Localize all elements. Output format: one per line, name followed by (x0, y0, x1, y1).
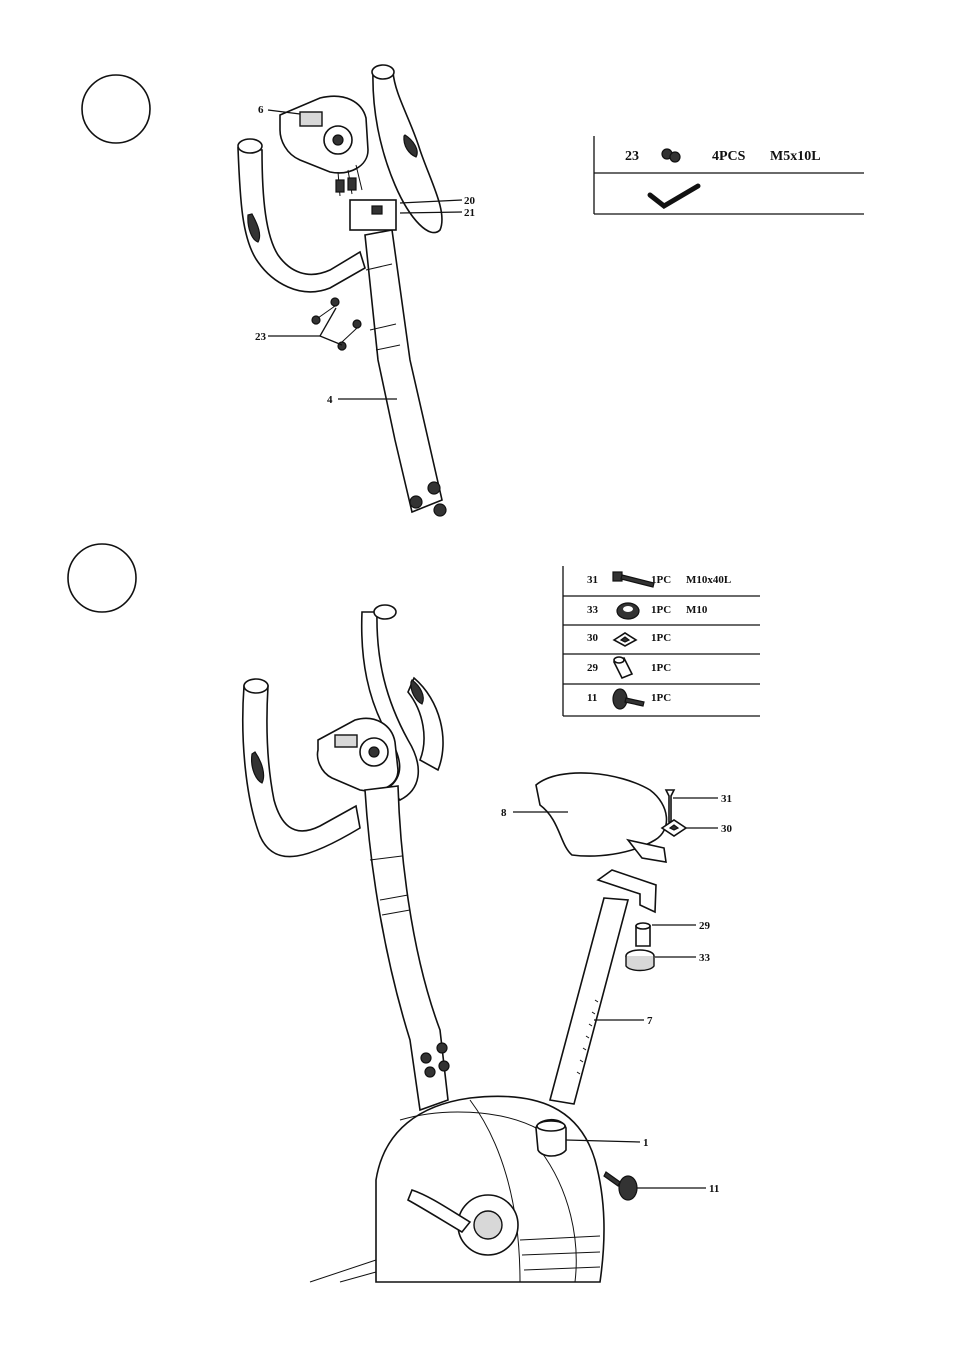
console-part-6 (279, 95, 369, 197)
bushing-part-29 (635, 922, 651, 947)
knob-icon (612, 688, 645, 710)
nut-icon (616, 602, 640, 620)
bolt-icon (612, 571, 655, 588)
label-part-8: 8 (501, 807, 507, 819)
column-step2 (364, 785, 450, 1112)
table1-qty: 4PCS (712, 149, 746, 164)
label-part-6: 6 (258, 104, 264, 116)
table2-row2-size: M10 (686, 604, 708, 616)
table2-row1-size: M10x40L (686, 574, 731, 586)
label-part-4: 4 (327, 394, 333, 406)
label-part-7: 7 (647, 1015, 653, 1027)
label-part-29: 29 (699, 920, 711, 932)
step-2-circle (67, 543, 137, 613)
bushing-icon (612, 656, 634, 680)
table2-row2-part: 33 (587, 604, 599, 616)
seat-post-part-7 (548, 869, 657, 1105)
label-part-20: 20 (464, 195, 476, 207)
table2-row1-qty: 1PC (651, 574, 671, 586)
table2-row3-qty: 1PC (651, 632, 671, 644)
washer-icon (612, 632, 638, 647)
label-part-21: 21 (464, 207, 475, 219)
label-part-1: 1 (643, 1137, 649, 1149)
check-icon (647, 183, 701, 210)
table2-row2-qty: 1PC (651, 604, 671, 616)
column-part-4 (349, 199, 447, 517)
seat-part-8 (535, 772, 668, 863)
hardware-table-step2: 31 1PC M10x40L 33 1PC M10 30 1PC 29 1PC … (562, 566, 760, 717)
frame-part-1 (309, 1095, 605, 1283)
step-1-circle (81, 74, 151, 144)
screw-icon (661, 148, 681, 163)
console-step2 (316, 717, 399, 792)
table1-size: M5x10L (770, 149, 821, 164)
table2-row4-qty: 1PC (651, 662, 671, 674)
label-part-11: 11 (709, 1183, 719, 1195)
knob-part-11 (603, 1171, 638, 1201)
table2-row3-part: 30 (587, 632, 599, 644)
table2-row5-qty: 1PC (651, 692, 671, 704)
bolts-part-23 (311, 297, 362, 351)
table1-part-23: 23 (625, 149, 639, 164)
hardware-table-step1: 23 4PCS M5x10L (593, 136, 864, 215)
handlebar-step1 (237, 64, 443, 293)
table2-row4-part: 29 (587, 662, 599, 674)
nut-part-33 (625, 949, 655, 972)
label-part-23: 23 (255, 331, 267, 343)
label-part-30: 30 (721, 823, 733, 835)
label-part-31: 31 (721, 793, 732, 805)
table2-row1-part: 31 (587, 574, 598, 586)
label-part-33: 33 (699, 952, 711, 964)
table2-row5-part: 11 (587, 692, 597, 704)
